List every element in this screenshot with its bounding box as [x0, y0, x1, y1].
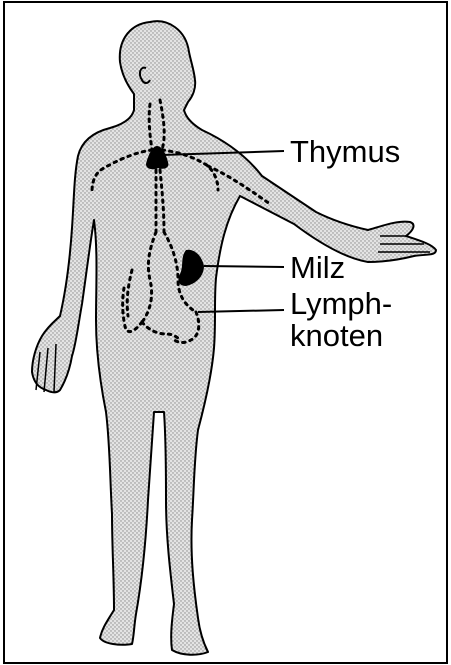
- label-lymph-line1: Lymph-: [290, 288, 392, 320]
- label-milz: Milz: [290, 252, 345, 284]
- label-lymph-line2: knoten: [290, 320, 383, 352]
- milz-leader-line: [204, 266, 284, 267]
- label-thymus: Thymus: [290, 136, 400, 168]
